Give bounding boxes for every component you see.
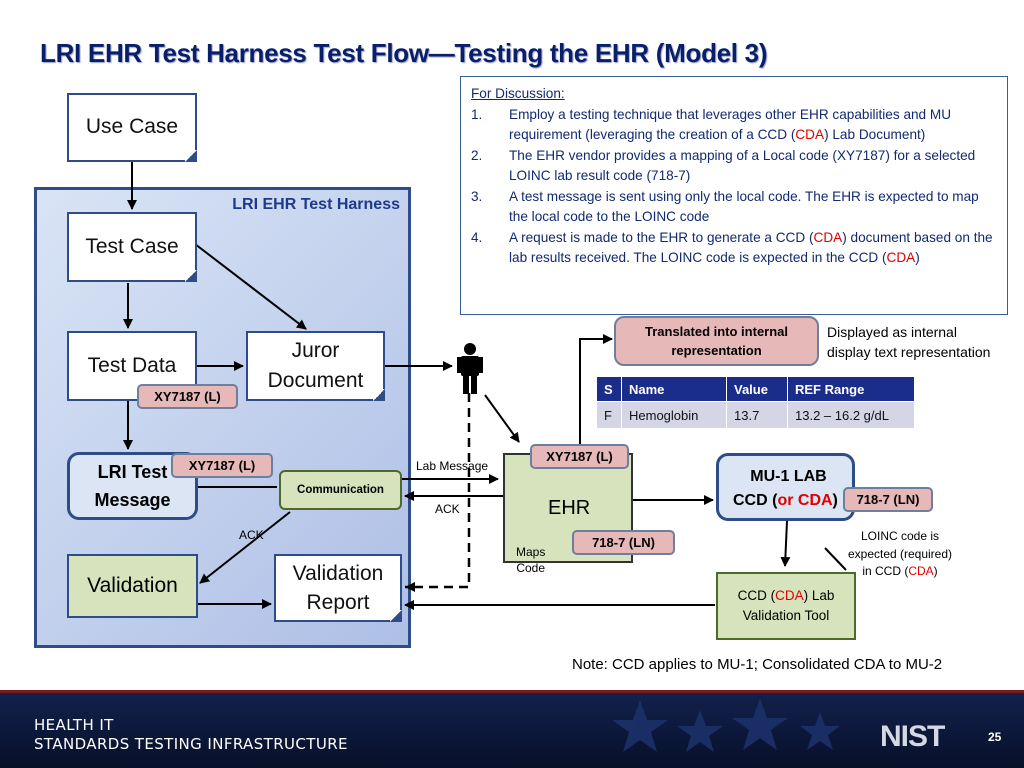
ccd-tool-line1: CCD (CDA) Lab [738, 586, 835, 606]
table-cell: 13.7 [726, 401, 788, 429]
discussion-item-text: Employ a testing technique that leverage… [509, 106, 952, 143]
validation-report-box: Validation Report [274, 554, 402, 622]
mu1-ccd-text: CCD ( [733, 492, 778, 509]
mu1-cda-text: or CDA [777, 492, 833, 509]
discussion-box: For Discussion: 1. Employ a testing tech… [460, 76, 1008, 315]
table-header-cell: Value [726, 376, 788, 402]
footnote: Note: CCD applies to MU-1; Consolidated … [572, 656, 943, 673]
communication-box: Communication [279, 470, 402, 510]
person-icon [457, 343, 483, 394]
page-number: 25 [988, 730, 1002, 744]
footer-program-name: HEALTH IT STANDARDS TESTING INFRASTRUCTU… [34, 716, 348, 754]
footer-line1: HEALTH IT [34, 716, 114, 734]
mu1-close-paren: ) [832, 492, 838, 509]
loinc-expected-close: ) [933, 564, 938, 578]
discussion-item: 3. A test message is sent using only the… [471, 187, 997, 228]
table-header-cell: S [596, 376, 622, 402]
table-cell: Hemoglobin [621, 401, 727, 429]
maps-code-label: Maps Code [516, 545, 546, 575]
mu1-lab-ccd-line1: MU-1 LAB [750, 468, 827, 485]
loinc-expected-cda: CDA [908, 564, 934, 578]
ccd-tool-post: ) Lab [803, 588, 835, 603]
discussion-item-number: 1. [471, 106, 483, 122]
translated-box: Translated into internal representation [614, 316, 819, 366]
discussion-item-number: 3. [471, 188, 483, 204]
ehr-local-code-tag: XY7187 (L) [530, 444, 629, 469]
test-case-box: Test Case [67, 212, 197, 282]
page-title: LRI EHR Test Harness Test Flow—Testing t… [40, 38, 768, 68]
use-case-box: Use Case [67, 93, 197, 162]
table-row: F Hemoglobin 13.7 13.2 – 16.2 g/dL [596, 401, 915, 429]
validation-box: Validation [67, 554, 198, 618]
lri-message-code-tag: XY7187 (L) [171, 453, 273, 478]
ccd-validation-tool-box: CCD (CDA) Lab Validation Tool [716, 572, 856, 640]
discussion-item: 2. The EHR vendor provides a mapping of … [471, 146, 997, 187]
arrow-ack-validation [199, 511, 291, 584]
discussion-item-text: A test message is sent using only the lo… [509, 188, 979, 225]
discussion-item: 4. A request is made to the EHR to gener… [471, 228, 997, 269]
table-header-row: S Name Value REF Range [596, 376, 915, 402]
mu1-loinc-code-tag: 718-7 (LN) [843, 487, 933, 512]
line-loinc-callout [824, 547, 847, 571]
discussion-item-text: The EHR vendor provides a mapping of a L… [509, 147, 976, 184]
table-cell: 13.2 – 16.2 g/dL [787, 401, 915, 429]
validation-report-label: Validation Report [292, 561, 384, 614]
discussion-heading: For Discussion: [471, 86, 565, 101]
discussion-item-number: 4. [471, 229, 483, 245]
test-case-label: Test Case [85, 234, 179, 258]
use-case-label: Use Case [85, 115, 179, 139]
table-header-cell: Name [621, 376, 727, 402]
discussion-item-number: 2. [471, 147, 483, 163]
discussion-item-text: A request is made to the EHR to generate… [509, 229, 993, 266]
nist-logo: NIST [880, 720, 945, 753]
loinc-expected-label: LOINC code is expected (required) in CCD… [834, 528, 966, 581]
ccd-tool-cda: CDA [775, 588, 804, 603]
discussion-item: 1. Employ a testing technique that lever… [471, 105, 997, 146]
footer-banner [0, 690, 1024, 768]
ehr-label: EHR [548, 497, 591, 519]
mu1-lab-ccd-box: MU-1 LAB CCD (or CDA) [716, 453, 855, 521]
arrow-tester-ehr [484, 394, 520, 443]
arrow-testcase-juror [194, 243, 307, 330]
ack-label-left: ACK [239, 528, 264, 542]
loinc-expected-text: LOINC code is expected (required) in CCD… [847, 529, 953, 578]
ccd-tool-pre: CCD ( [737, 588, 776, 603]
table-header-cell: REF Range [787, 376, 915, 402]
validation-label: Validation [87, 574, 178, 597]
juror-document-label: Juror Document [267, 338, 364, 392]
ccd-tool-line2: Validation Tool [742, 608, 830, 623]
lab-results-table: S Name Value REF Range F Hemoglobin 13.7… [596, 376, 915, 429]
displayed-as-label: Displayed as internal display text repre… [827, 324, 991, 360]
arrow-ehr-translated [579, 334, 613, 452]
flow-connectors [123, 162, 847, 610]
table-cell: F [596, 401, 622, 429]
dashed-tester-report [405, 393, 471, 589]
mu1-lab-ccd-line2: CCD (or CDA) [719, 489, 858, 513]
footer-line2: STANDARDS TESTING INFRASTRUCTURE [34, 735, 348, 753]
arrow-mu1-tool [780, 520, 791, 567]
footer-star-pattern [612, 698, 840, 752]
lri-test-message-label: LRI Test Message [94, 462, 171, 510]
footer-divider [0, 690, 1024, 693]
ack-label-right: ACK [435, 502, 460, 516]
ehr-loinc-code-tag: 718-7 (LN) [572, 530, 675, 555]
test-data-label: Test Data [87, 353, 177, 377]
lab-message-label: Lab Message [416, 459, 489, 473]
juror-document-box: Juror Document [246, 331, 385, 401]
test-data-code-tag: XY7187 (L) [137, 384, 238, 409]
test-harness-label: LRI EHR Test Harness [232, 196, 400, 213]
